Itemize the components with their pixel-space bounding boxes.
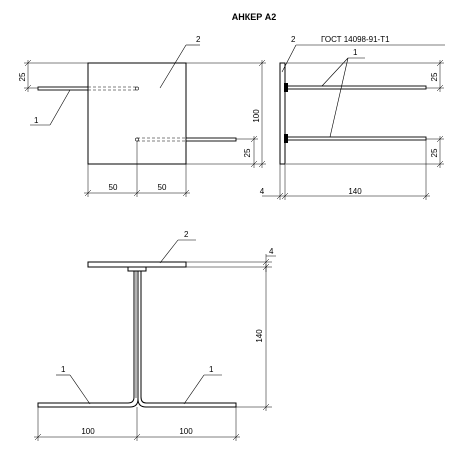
section-view: 2 1 1 4 140 100 100 — [34, 230, 276, 441]
front-rod-upper — [37, 86, 89, 91]
front-dim-top: 25 — [18, 72, 27, 81]
section-callout-1-left-leader — [69, 374, 91, 405]
front-dim-right: 50 — [158, 183, 167, 192]
section-callout-1-right: 1 — [209, 365, 214, 374]
section-rod-right — [137, 271, 237, 408]
section-dim-thickness: 4 — [269, 247, 274, 256]
drawing-title: АНКЕР А2 — [232, 12, 277, 22]
side-callout-2-leader — [281, 44, 297, 73]
side-rod-upper — [284, 85, 427, 90]
side-gost-label: ГОСТ 14098-91-Т1 — [321, 35, 390, 44]
section-dim-right: 100 — [179, 427, 193, 436]
side-callout-2: 2 — [291, 35, 296, 44]
front-dim-height: 100 — [252, 109, 261, 123]
section-rod-left — [37, 270, 139, 408]
side-dim-thickness: 4 — [260, 187, 265, 196]
side-view: 2 ГОСТ 14098-91-Т1 1 25 25 4 140 — [260, 35, 445, 200]
side-rod-lower — [284, 136, 427, 141]
section-dim-height: 140 — [255, 329, 264, 343]
side-dim-top: 25 — [430, 72, 439, 81]
side-dim-length: 140 — [348, 187, 362, 196]
section-weld — [127, 266, 147, 272]
section-dim-left: 100 — [81, 427, 95, 436]
section-callout-1-left: 1 — [61, 365, 66, 374]
front-dim-bottom: 25 — [243, 148, 252, 157]
front-weld-upper — [135, 86, 139, 91]
side-callout-1-leader-b — [329, 57, 349, 138]
front-callout-2: 2 — [196, 35, 201, 44]
front-view: 2 1 25 100 25 50 50 — [18, 35, 266, 197]
front-callout-1-leader — [49, 89, 71, 126]
side-dim-bottom: 25 — [430, 148, 439, 157]
section-callout-1-right-leader — [183, 374, 205, 405]
front-dim-left: 50 — [109, 183, 118, 192]
side-callout-1: 1 — [353, 48, 358, 57]
section-callout-2: 2 — [184, 230, 189, 239]
section-callout-2-leader — [159, 239, 179, 264]
side-callout-1-leader-a — [321, 57, 349, 87]
section-plate — [87, 261, 187, 268]
front-rod-lower — [185, 137, 237, 142]
front-callout-1: 1 — [34, 116, 39, 125]
side-plate — [279, 62, 286, 165]
front-callout-2-leader — [159, 44, 187, 89]
